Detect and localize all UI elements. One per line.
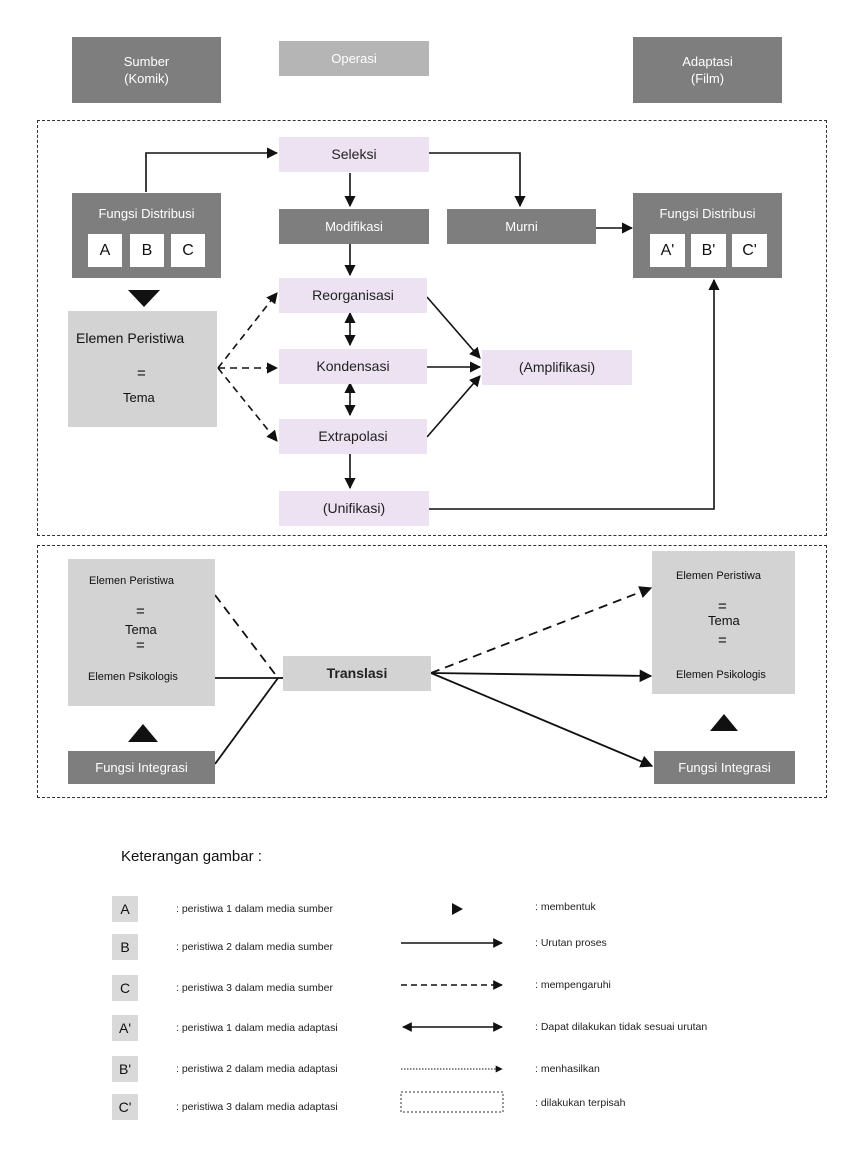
header-operation: Operasi (279, 41, 429, 76)
legend-key-a: A (112, 896, 138, 922)
elemen-equals: = (137, 365, 146, 382)
legend-key-a-prime-text: : peristiwa 1 dalam media adaptasi (176, 1022, 338, 1034)
bottom-left-elemen-psikologis: Elemen Psikologis (88, 671, 178, 683)
legend-symbol-urutan: : Urutan proses (535, 937, 607, 949)
legend-dashed-rect (400, 1091, 504, 1113)
bottom-right-equals-2: = (718, 632, 727, 649)
arrow-reorganisasi-to-amplifikasi (426, 296, 481, 359)
event-cell-b: B (130, 234, 164, 267)
legend-symbol-mempengaruhi: : mempengaruhi (535, 979, 611, 991)
legend-key-c-text: : peristiwa 3 dalam media sumber (176, 982, 333, 994)
triangle-membentuk-bottom-left (128, 724, 158, 742)
arrow-elemen-to-reorganisasi (217, 292, 278, 369)
legend-key-b: B (112, 934, 138, 960)
arrow-extrapolasi-to-amplifikasi (426, 375, 481, 438)
bottom-left-elemen-peristiwa: Elemen Peristiwa (89, 575, 174, 587)
modifikasi-box: Modifikasi (279, 209, 429, 244)
arrow-unifikasi-to-distribusi (429, 278, 720, 510)
legend-key-c-prime-text: : peristiwa 3 dalam media adaptasi (176, 1101, 338, 1113)
legend-key-c-prime: C' (112, 1094, 138, 1120)
elemen-peristiwa-box (68, 311, 217, 427)
bottom-right-elemen-peristiwa: Elemen Peristiwa (676, 570, 761, 582)
arrow-elemen-to-extrapolasi (217, 367, 278, 442)
elemen-peristiwa-label: Elemen Peristiwa (76, 330, 185, 346)
line-peristiwa-to-hub (214, 594, 279, 679)
bottom-section-frame (37, 545, 827, 798)
legend-key-c: C (112, 975, 138, 1001)
bottom-left-tema: Tema (125, 622, 157, 637)
triangle-membentuk-top (128, 290, 160, 307)
translasi-box: Translasi (283, 656, 431, 691)
extrapolasi-box: Extrapolasi (279, 419, 427, 454)
header-source: Sumber (Komik) (72, 37, 221, 103)
top-section-frame (37, 120, 827, 536)
header-adaptation: Adaptasi (Film) (633, 37, 782, 103)
legend-triangle-symbol (452, 903, 463, 915)
seleksi-box: Seleksi (279, 137, 429, 172)
arrow-distribusi-to-seleksi (145, 147, 279, 192)
legend-key-b-prime: B' (112, 1056, 138, 1082)
legend-key-a-text: : peristiwa 1 dalam media sumber (176, 903, 333, 915)
triangle-membentuk-bottom-right (710, 714, 738, 731)
legend-key-a-prime: A' (112, 1015, 138, 1041)
bottom-right-tema: Tema (708, 613, 740, 628)
elemen-tema: Tema (123, 390, 155, 405)
unifikasi-box: (Unifikasi) (279, 491, 429, 526)
legend-symbol-membentuk: : membentuk (535, 901, 596, 913)
arrow-translasi-to-peristiwa (430, 586, 653, 674)
line-integrasi-to-hub (214, 677, 279, 765)
legend-symbol-tidak-urut: : Dapat dilakukan tidak sesuai urutan (535, 1021, 708, 1033)
murni-box: Murni (447, 209, 596, 244)
arrow-translasi-to-psikologis (430, 669, 653, 683)
legend-symbol-terpisah: : dilakukan terpisah (535, 1097, 626, 1109)
event-cell-a-prime: A' (650, 234, 685, 267)
arrow-translasi-to-integrasi (430, 672, 654, 768)
translasi-label: Translasi (326, 665, 388, 681)
amplifikasi-box: (Amplifikasi) (482, 350, 632, 385)
bottom-left-equals-2: = (136, 637, 145, 654)
event-cell-c-prime: C' (732, 234, 767, 267)
fungsi-distribusi-left-label: Fungsi Distribusi (98, 206, 195, 221)
legend-key-b-prime-text: : peristiwa 2 dalam media adaptasi (176, 1063, 338, 1075)
fungsi-integrasi-left: Fungsi Integrasi (68, 751, 215, 784)
fungsi-integrasi-right: Fungsi Integrasi (654, 751, 795, 784)
legend-symbol-menghasilkan: : menhasilkan (535, 1063, 600, 1075)
bottom-right-elemen-psikologis: Elemen Psikologis (676, 669, 766, 681)
fungsi-distribusi-right-label: Fungsi Distribusi (659, 206, 756, 221)
kondensasi-box: Kondensasi (279, 349, 427, 384)
event-cell-c: C (171, 234, 205, 267)
legend-title: Keterangan gambar : (121, 848, 262, 865)
legend-key-b-text: : peristiwa 2 dalam media sumber (176, 941, 333, 953)
event-cell-a: A (88, 234, 122, 267)
event-cell-b-prime: B' (691, 234, 726, 267)
bottom-right-elements-box (652, 551, 795, 694)
reorganisasi-box: Reorganisasi (279, 278, 427, 313)
arrow-seleksi-to-murni (429, 152, 526, 208)
bottom-right-equals-1: = (718, 598, 727, 615)
bottom-left-equals-1: = (136, 603, 145, 620)
bottom-left-elements-box (68, 559, 215, 706)
